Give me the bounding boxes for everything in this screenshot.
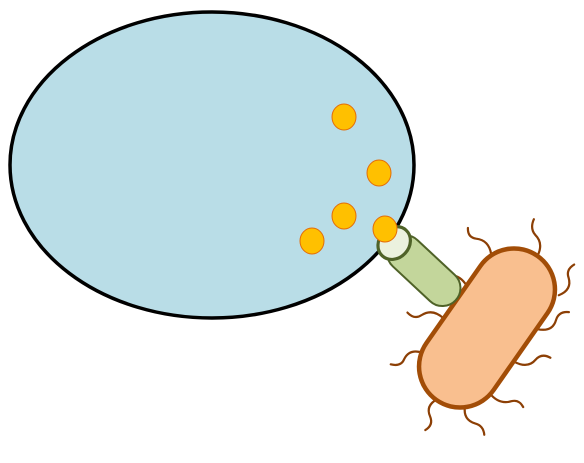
particle bbox=[373, 216, 397, 242]
particle bbox=[332, 104, 356, 130]
particle bbox=[332, 203, 356, 229]
host-cell bbox=[10, 12, 414, 318]
particle bbox=[300, 228, 324, 254]
particle bbox=[367, 160, 391, 186]
